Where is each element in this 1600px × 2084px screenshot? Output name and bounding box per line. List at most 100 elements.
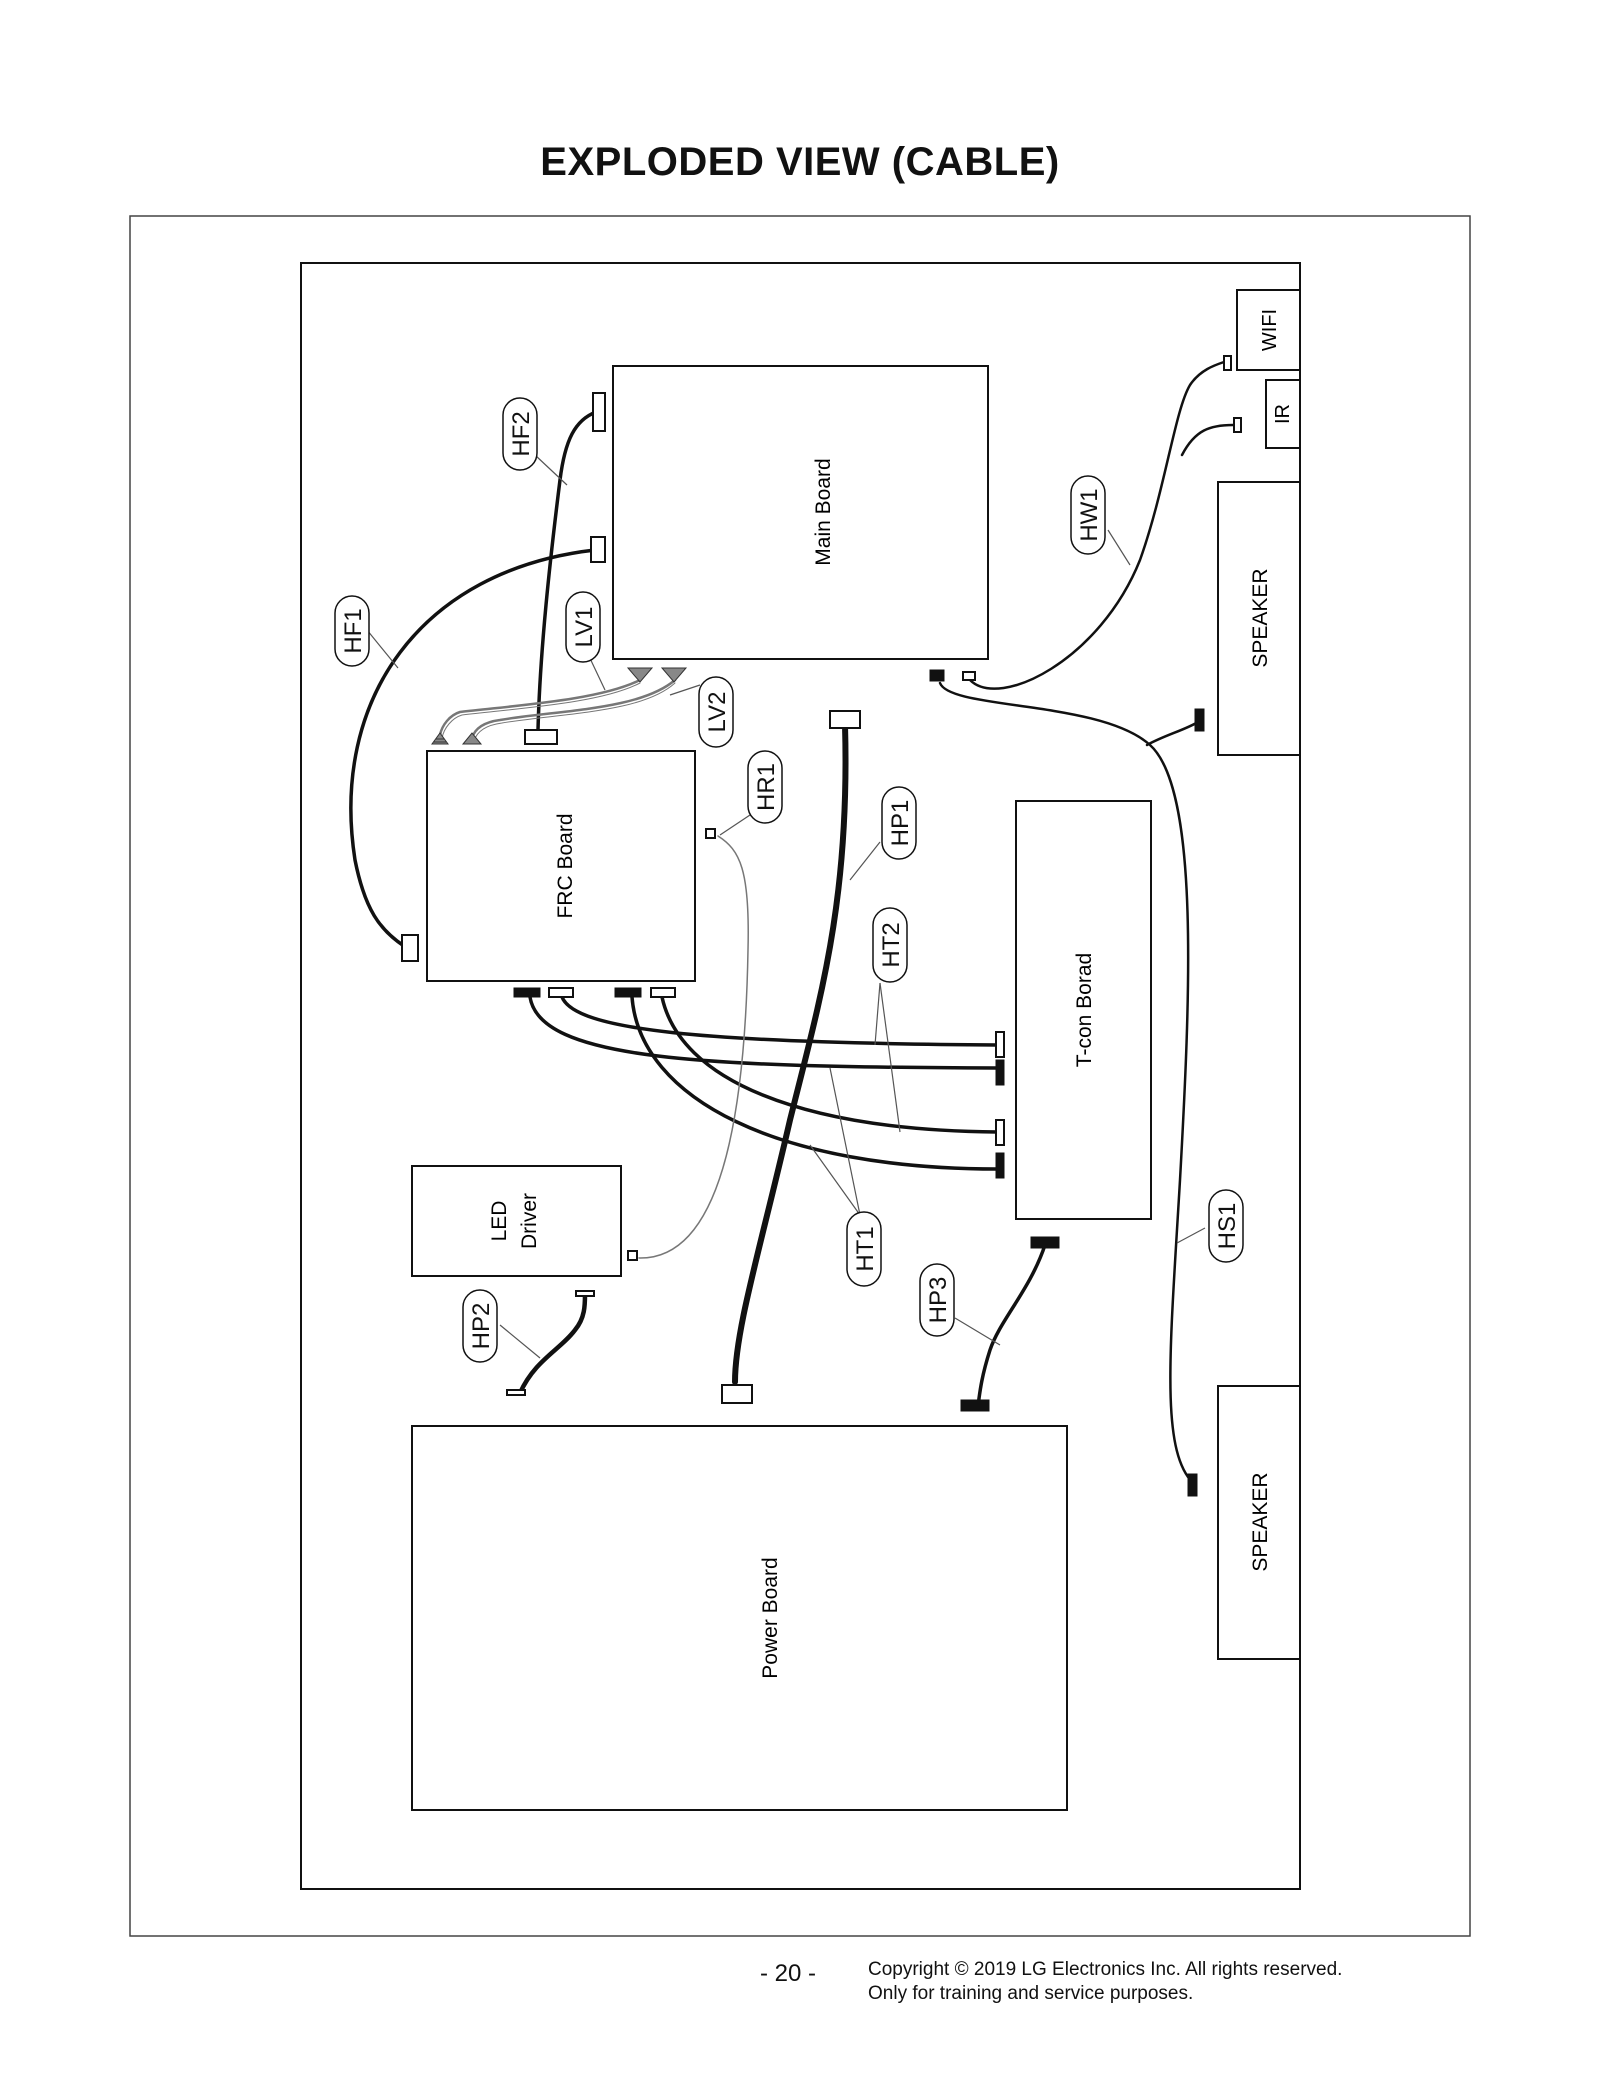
lv1-cable-a: [438, 678, 642, 737]
ht-cable-1: [528, 995, 999, 1070]
ht-cable-3: [630, 995, 999, 1171]
hr1-connector-led: [627, 1250, 638, 1261]
hr1-pill: [747, 750, 783, 824]
lv2-connector-frc: [461, 732, 483, 745]
ht2-pill: [872, 907, 908, 983]
main-board-label: Main Board: [812, 458, 835, 565]
lv1-connector-frc: [431, 732, 449, 745]
hw1-label: HW1: [1076, 488, 1103, 541]
hp2-connector-led: [575, 1290, 595, 1297]
hf1-connector-main: [590, 536, 606, 563]
hr1-label: HR1: [753, 763, 780, 811]
speaker-bottom-label: SPEAKER: [1249, 1472, 1272, 1571]
frc-board[interactable]: FRC Board: [426, 750, 696, 982]
hf2-leader: [534, 454, 568, 486]
hf2-connector-frc: [524, 729, 558, 745]
copyright-line-2: Only for training and service purposes.: [868, 1983, 1194, 2004]
hr1-cable: [638, 835, 749, 1259]
lv1-cable-b: [441, 682, 641, 739]
hs1-label: HS1: [1214, 1203, 1241, 1250]
hr1-leader: [719, 814, 751, 836]
ht2-leader-b: [879, 982, 901, 1133]
lv2-leader: [669, 684, 701, 696]
hp2-leader: [499, 1324, 541, 1359]
lv2-label: LV2: [704, 692, 731, 733]
hw1-connector-wifi: [1223, 355, 1232, 371]
hf2-connector-main: [592, 392, 606, 432]
hw1-connector-main: [929, 669, 945, 682]
hp2-cable: [517, 1291, 588, 1396]
main-board[interactable]: Main Board: [612, 365, 989, 660]
hw1-pill: [1070, 475, 1106, 555]
ht-cable-4: [660, 995, 999, 1134]
lv2-connector-main: [660, 667, 688, 683]
speaker-bottom[interactable]: SPEAKER: [1217, 1385, 1301, 1660]
hf1-cable: [349, 548, 597, 948]
lv2-pill: [698, 676, 734, 748]
ir-module[interactable]: IR: [1265, 379, 1301, 449]
hp2-pill: [462, 1289, 498, 1363]
hw1-cable: [968, 360, 1226, 690]
ht2-leader-a: [874, 982, 881, 1046]
hs1-cable: [938, 681, 1195, 1485]
hr1-connector-frc: [705, 828, 716, 839]
ht-connector-frc-1: [513, 987, 541, 998]
hp3-connector-power: [960, 1399, 990, 1412]
lv1-label: LV1: [571, 607, 598, 648]
lv2-cable-a: [470, 678, 677, 740]
hp1-label: HP1: [887, 800, 914, 847]
power-board[interactable]: Power Board: [411, 1425, 1068, 1811]
ht1-leader-b: [809, 1144, 861, 1216]
page-title: EXPLODED VIEW (CABLE): [540, 140, 1060, 184]
frc-board-label: FRC Board: [554, 813, 577, 918]
ht-connector-tcon-3: [995, 1119, 1005, 1146]
hp2-label: HP2: [468, 1303, 495, 1350]
ht1-label: HT1: [852, 1226, 879, 1271]
tcon-board-label: T-con Borad: [1073, 953, 1096, 1067]
led-driver[interactable]: LED Driver: [411, 1165, 622, 1277]
ht-connector-tcon-4: [995, 1152, 1005, 1179]
hs1-leader: [1176, 1227, 1206, 1244]
hs1-connector-speaker-bottom: [1187, 1473, 1198, 1497]
wifi-label: WIFI: [1259, 309, 1281, 351]
wifi-module[interactable]: WIFI: [1236, 289, 1301, 371]
ht-connector-frc-4: [650, 987, 676, 998]
hs1-pill: [1208, 1189, 1244, 1263]
hp1-cable: [732, 722, 849, 1385]
ht-cable-2: [560, 995, 999, 1047]
led-driver-label-line2: Driver: [518, 1193, 541, 1249]
hw1-connector-ir: [1233, 417, 1242, 433]
hp3-cable: [976, 1243, 1047, 1408]
hs1-branch: [1145, 720, 1200, 747]
ht-connector-tcon-2: [995, 1059, 1005, 1086]
ht1-pill: [846, 1211, 882, 1287]
page-number: - 20 -: [760, 1960, 817, 1987]
tcon-board[interactable]: T-con Borad: [1015, 800, 1152, 1220]
power-board-label: Power Board: [759, 1557, 782, 1678]
hf1-connector-frc: [401, 934, 419, 962]
speaker-top[interactable]: SPEAKER: [1217, 481, 1301, 756]
outer-frame: [129, 215, 1471, 1937]
hf2-label: HF2: [508, 411, 535, 456]
ht1-leader-a: [829, 1067, 861, 1216]
speaker-top-label: SPEAKER: [1249, 568, 1272, 667]
hs1-connector-speaker-top: [1194, 708, 1205, 732]
hp1-connector-power: [721, 1384, 753, 1404]
ht2-label: HT2: [878, 922, 905, 967]
lv1-connector-main: [626, 667, 654, 683]
hp3-connector-tcon: [1030, 1236, 1060, 1249]
lv2-cable-b: [473, 682, 676, 742]
ht-connector-frc-2: [548, 987, 574, 998]
ir-label: IR: [1272, 404, 1294, 424]
hp3-pill: [919, 1263, 955, 1337]
hp1-leader: [849, 841, 881, 881]
copyright-notice: Copyright © 2019 LG Electronics Inc. All…: [868, 1958, 1342, 2006]
copyright-line-1: Copyright © 2019 LG Electronics Inc. All…: [868, 1959, 1343, 1980]
hf1-label: HF1: [340, 608, 367, 653]
hs1-connector-main: [962, 671, 976, 681]
lv1-pill: [565, 591, 601, 663]
led-driver-label-line1: LED: [488, 1201, 511, 1242]
hp1-pill: [881, 786, 917, 860]
hf1-pill: [334, 595, 370, 667]
